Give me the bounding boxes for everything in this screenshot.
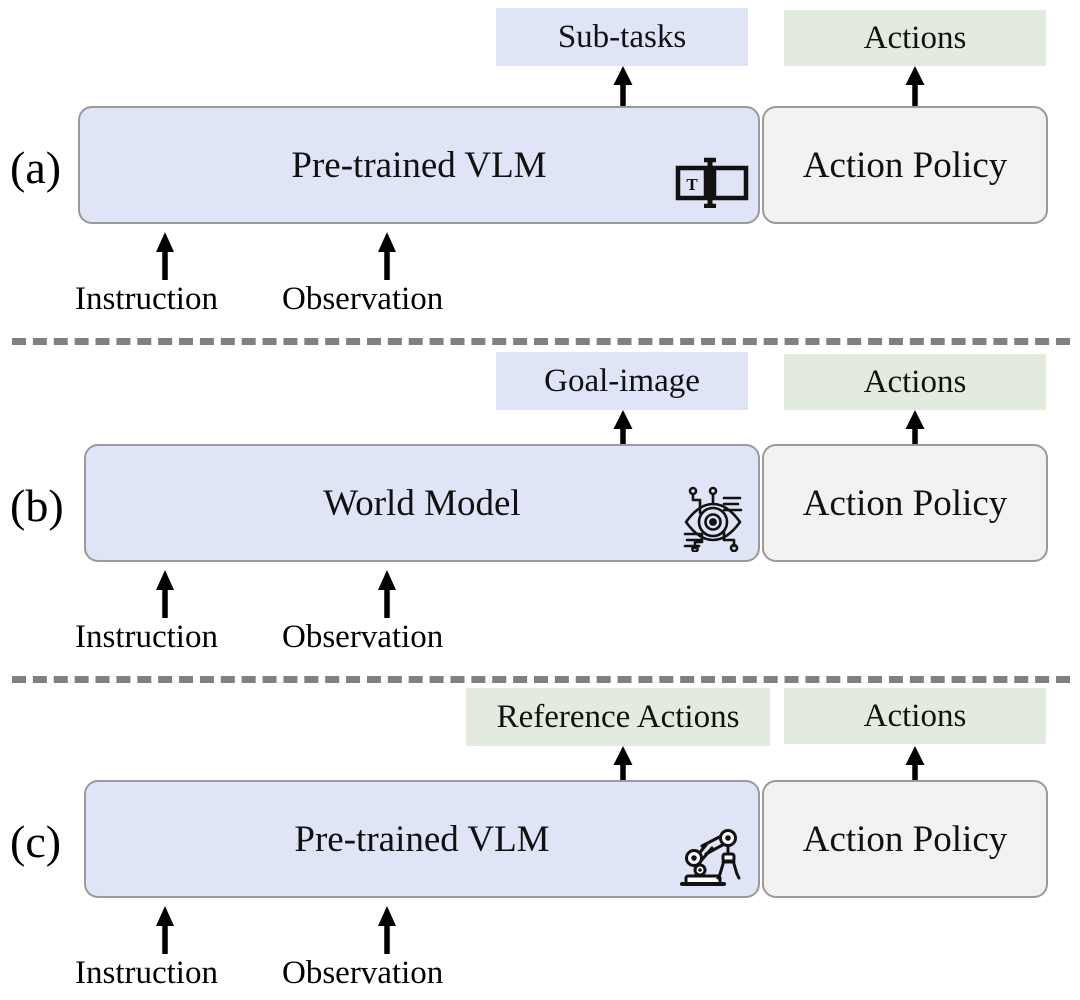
module-label: Action Policy xyxy=(802,818,1008,860)
arrow-vlm-to-sub-tasks xyxy=(610,66,636,108)
arrow-observation-to-world-model xyxy=(374,570,400,618)
arrow-instruction-to-world-model xyxy=(152,570,178,618)
svg-text:T: T xyxy=(686,175,698,194)
module-action-policy-a[interactable]: Action Policy xyxy=(762,106,1048,224)
paradigm-row-b: Goal-image Actions (b) World Model xyxy=(0,340,1080,660)
row-marker-b: (b) xyxy=(10,480,64,531)
output-chip-label: Reference Actions xyxy=(496,698,740,735)
output-chip-actions-a: Actions xyxy=(784,10,1046,66)
module-action-policy-c[interactable]: Action Policy xyxy=(762,780,1048,898)
paradigm-row-c: Reference Actions Actions (c) Pre-traine… xyxy=(0,678,1080,1000)
module-label: Pre-trained VLM xyxy=(294,818,550,860)
arrow-instruction-to-vlm-c xyxy=(152,906,178,954)
input-caption-instruction-c: Instruction xyxy=(75,955,218,991)
cyber-eye-icon xyxy=(678,482,748,553)
output-chip-label: Actions xyxy=(863,697,967,734)
module-pre-trained-vlm-a[interactable]: Pre-trained VLM T xyxy=(78,106,760,224)
row-marker-c: (c) xyxy=(10,816,62,867)
input-caption-instruction-b: Instruction xyxy=(75,619,218,655)
output-chip-label: Sub-tasks xyxy=(557,18,687,55)
input-caption-observation-a: Observation xyxy=(282,281,444,317)
arrow-instruction-to-vlm-a xyxy=(152,232,178,280)
section-divider-b-c xyxy=(12,676,1070,683)
paradigm-row-a: Sub-tasks Actions (a) Pre-trained VLM xyxy=(0,0,1080,320)
module-world-model[interactable]: World Model xyxy=(84,444,760,562)
arrow-policy-to-actions-a xyxy=(902,66,928,108)
output-chip-label: Actions xyxy=(863,363,967,400)
row-marker-a: (a) xyxy=(10,142,62,193)
input-caption-observation-c: Observation xyxy=(282,955,444,991)
module-label: Action Policy xyxy=(802,482,1008,524)
output-chip-sub-tasks: Sub-tasks xyxy=(496,8,748,66)
input-caption-instruction-a: Instruction xyxy=(75,281,218,317)
output-chip-actions-c: Actions xyxy=(784,688,1046,744)
input-caption-observation-b: Observation xyxy=(282,619,444,655)
robot-arm-icon xyxy=(678,818,748,888)
module-action-policy-b[interactable]: Action Policy xyxy=(762,444,1048,562)
output-chip-actions-b: Actions xyxy=(784,354,1046,410)
module-label: World Model xyxy=(323,482,521,524)
output-chip-reference-actions: Reference Actions xyxy=(466,688,770,746)
output-chip-label: Goal-image xyxy=(544,362,700,399)
text-cursor-icon: T xyxy=(674,156,750,209)
module-label: Action Policy xyxy=(802,144,1008,186)
section-divider-a-b xyxy=(12,338,1070,345)
output-chip-label: Actions xyxy=(863,19,967,56)
output-chip-goal-image: Goal-image xyxy=(496,352,748,410)
arrow-observation-to-vlm-c xyxy=(374,906,400,954)
module-pre-trained-vlm-c[interactable]: Pre-trained VLM xyxy=(84,780,760,898)
module-label: Pre-trained VLM xyxy=(291,144,547,186)
arrow-observation-to-vlm-a xyxy=(374,232,400,280)
